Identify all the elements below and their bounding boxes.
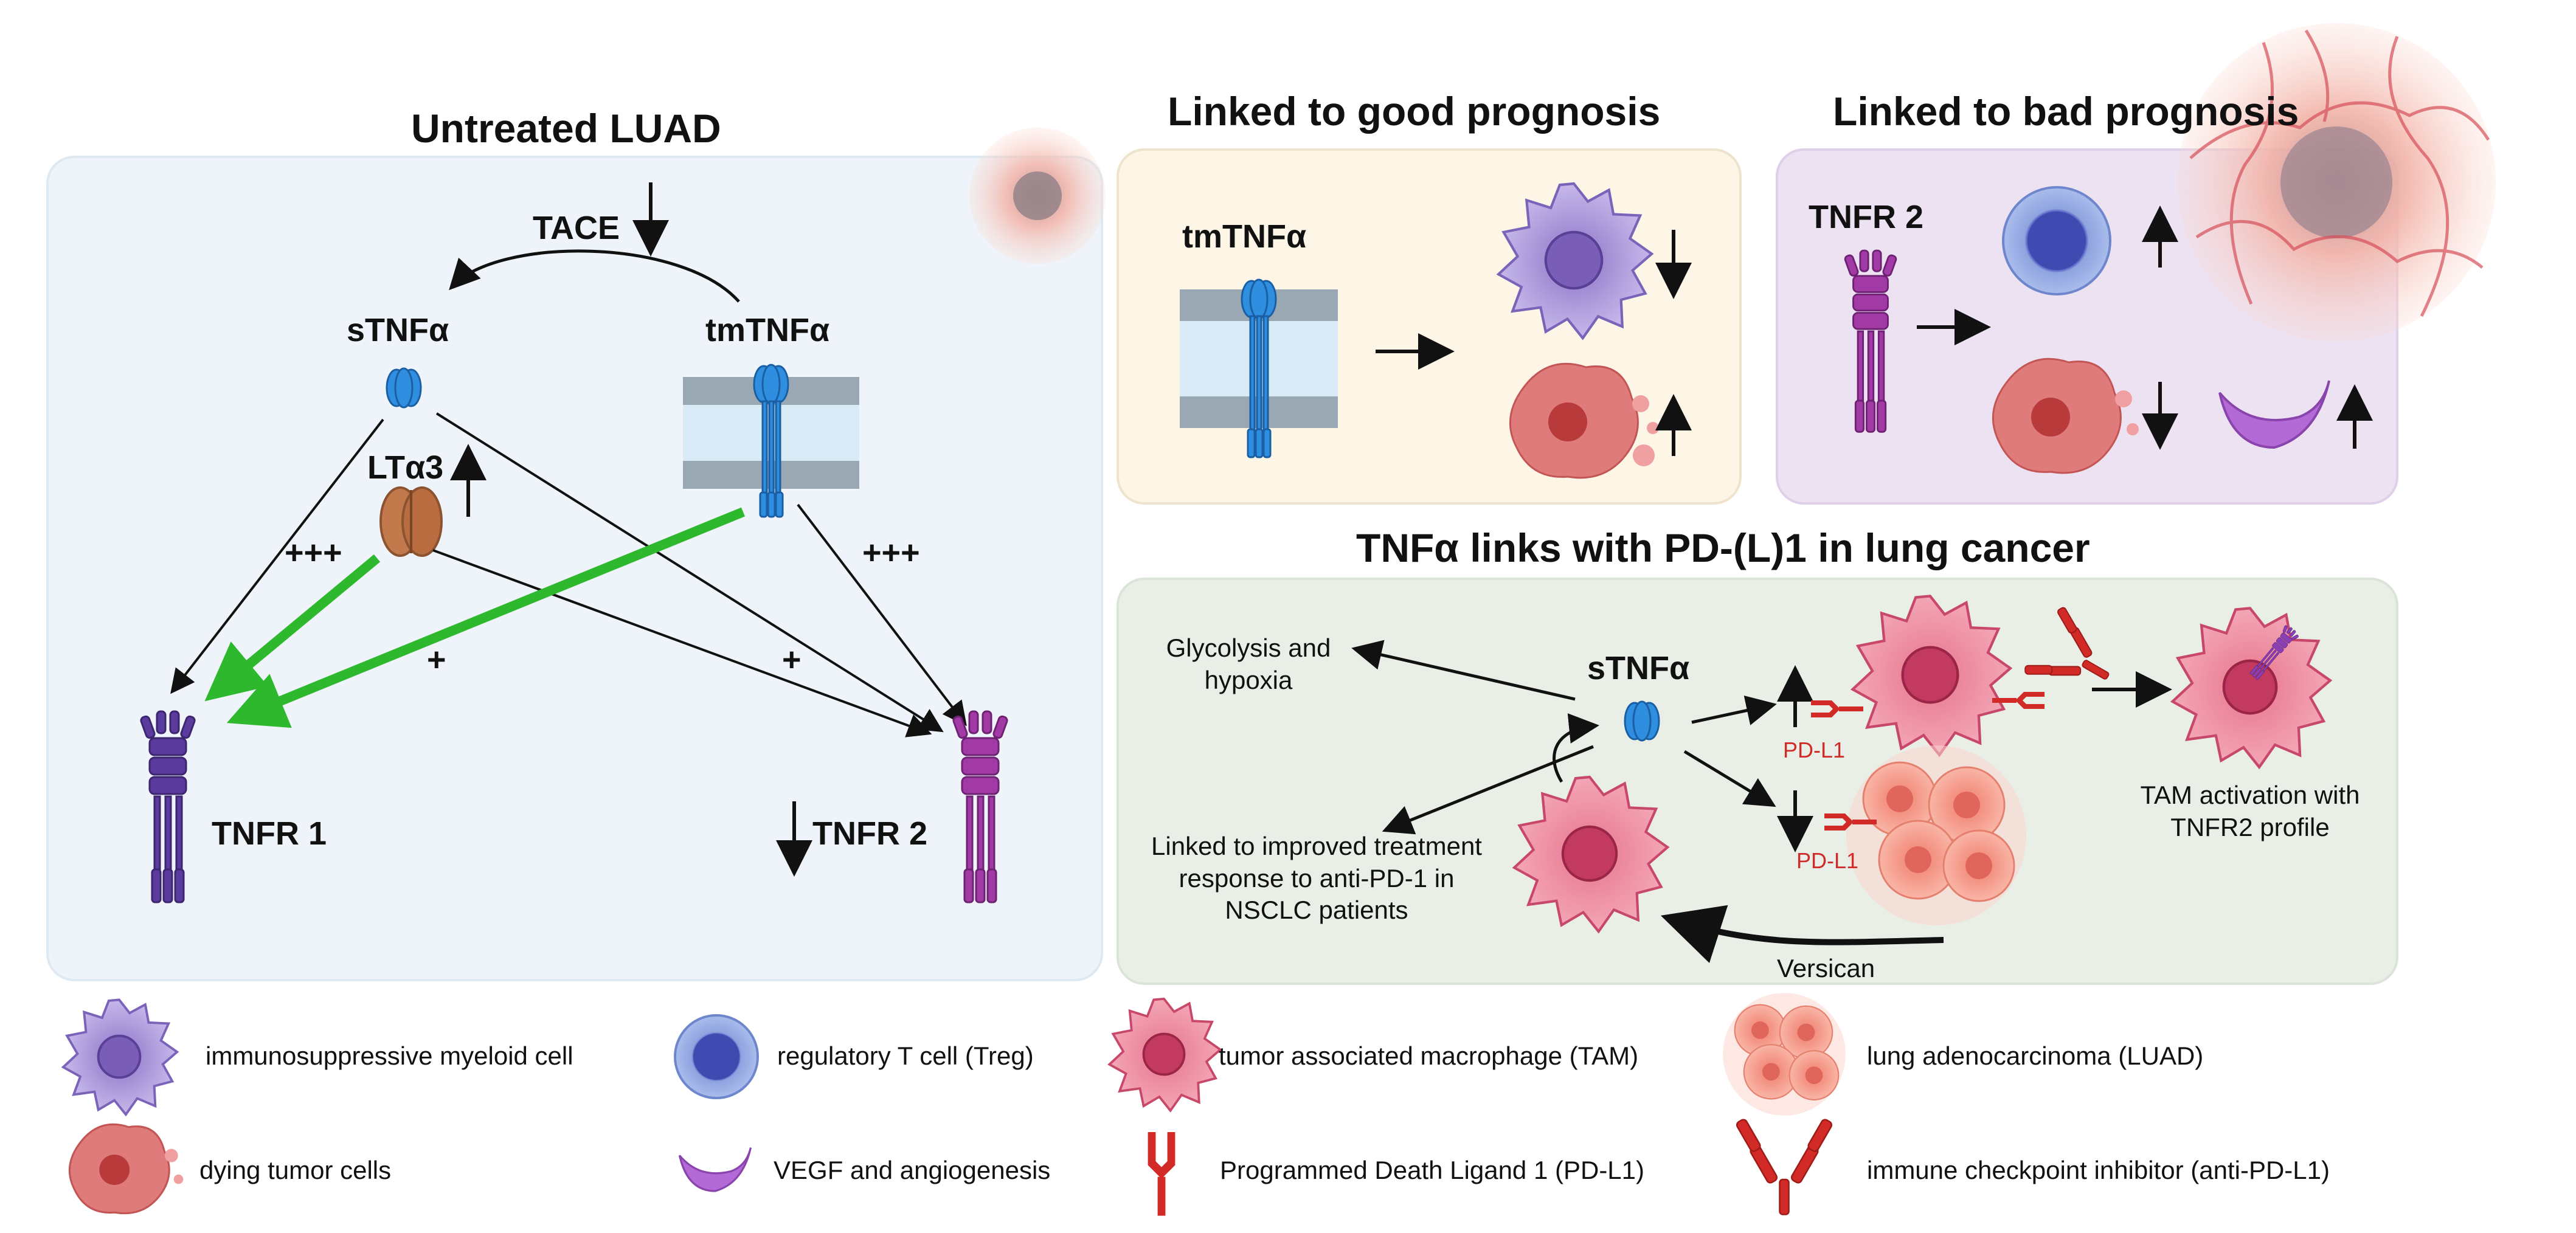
title-pdl1-lung-cancer: TNFα links with PD-(L)1 in lung cancer <box>1356 525 2090 570</box>
label-glycolysis: Glycolysis and hypoxia <box>1166 634 1331 694</box>
legend-myeloid-icon <box>62 998 179 1116</box>
arrow-tam-to-stnf <box>1553 713 1599 783</box>
label-pdl1-top: PD-L1 <box>1783 737 1846 762</box>
label-bad-tnfr2: TNFR 2 <box>1809 199 1923 235</box>
legend-luad-icon <box>1723 993 1846 1116</box>
versican-arrow <box>1660 905 1944 963</box>
label-tmtnf: tmTNFα <box>705 312 830 348</box>
title-bad-prognosis: Linked to bad prognosis <box>1833 89 2299 134</box>
large-tumor-sphere-icon <box>2177 23 2496 342</box>
tmtnf-membrane-icon <box>683 364 859 518</box>
arrow-lta3-to-tnfr2 <box>432 549 932 737</box>
untreated-panel <box>46 156 1103 981</box>
tace-curve-arrow <box>449 249 740 303</box>
title-good-prognosis: Linked to good prognosis <box>1168 89 1661 134</box>
arrow-stnf-to-glycolysis <box>1351 640 1576 701</box>
bad-vegf-icon <box>2218 380 2330 449</box>
title-untreated-luad: Untreated LUAD <box>411 106 721 151</box>
legend-label-luad: lung adenocarcinoma (LUAD) <box>1867 1041 2204 1070</box>
legend-label-treg: regulatory T cell (Treg) <box>777 1041 1034 1070</box>
arrow-stnf-to-improved <box>1382 745 1594 835</box>
arrow-stnf-to-luad <box>1683 750 1776 807</box>
bad-treg-cell-icon <box>2002 186 2111 295</box>
green-arrow-lta3-to-tnfr1 <box>204 554 381 702</box>
label-pdl1-bottom: PD-L1 <box>1796 848 1859 873</box>
lta3-icon <box>379 486 443 557</box>
arrow-tmtnf-to-tnfr2 <box>797 503 967 727</box>
label-pdl1-stnf: sTNFα <box>1587 650 1690 686</box>
label-plus-right: + <box>782 641 802 678</box>
label-tace: TACE <box>533 210 620 246</box>
label-plus3-left: +++ <box>285 534 342 571</box>
legend-treg-icon <box>674 1014 759 1099</box>
legend-antibody-icon <box>1734 1117 1834 1215</box>
stnf-trimer-icon <box>386 367 422 409</box>
good-tmtnf-membrane-icon <box>1180 278 1338 458</box>
legend-dying-icon <box>68 1123 184 1215</box>
legend-tam-icon <box>1108 997 1222 1112</box>
arrow-stnf-to-tnfr2 <box>435 412 944 733</box>
label-plus-left: + <box>427 641 446 678</box>
legend-pdl1-icon <box>1148 1132 1175 1216</box>
label-good-tmtnf: tmTNFα <box>1182 218 1307 255</box>
bad-dying-tumor-icon <box>1992 357 2139 474</box>
legend-label-tam: tumor associated macrophage (TAM) <box>1219 1041 1639 1070</box>
pdl1-stnf-trimer-icon <box>1624 700 1660 742</box>
pdl1-tam-top-icon <box>1853 596 2010 755</box>
label-stnf: sTNFα <box>347 312 449 348</box>
green-arrow-tmtnf-to-tnfr1 <box>226 507 746 728</box>
activated-tam-icon <box>2173 608 2330 767</box>
legend-label-pdl1: Programmed Death Ligand 1 (PD-L1) <box>1220 1156 1645 1184</box>
label-tnfr1: TNFR 1 <box>212 815 327 852</box>
good-myeloid-cell-icon <box>1498 184 1652 338</box>
legend-vegf-icon <box>678 1147 752 1192</box>
label-improved-response: Linked to improved treatment response to… <box>1151 832 1482 924</box>
label-tam-activation: TAM activation with TNFR2 profile <box>2140 781 2360 841</box>
label-lta3: LTα3 <box>367 449 444 486</box>
legend-label-antibody: immune checkpoint inhibitor (anti-PD-L1) <box>1867 1156 2330 1184</box>
pdl1-tam-bottom-icon <box>1514 777 1667 931</box>
pdl1-luad-cluster-icon <box>1846 745 2026 925</box>
good-dying-tumor-icon <box>1509 362 1659 479</box>
legend-label-dying: dying tumor cells <box>199 1156 392 1184</box>
legend-label-myeloid: immunosuppressive myeloid cell <box>206 1041 573 1070</box>
legend-label-vegf: VEGF and angiogenesis <box>774 1156 1051 1184</box>
label-tnfr2: TNFR 2 <box>812 815 927 852</box>
arrow-stnf-to-tam <box>1691 695 1777 725</box>
label-plus3-right: +++ <box>862 534 920 571</box>
label-versican: Versican <box>1777 954 1875 983</box>
tumor-cell-sphere-icon <box>969 128 1106 264</box>
